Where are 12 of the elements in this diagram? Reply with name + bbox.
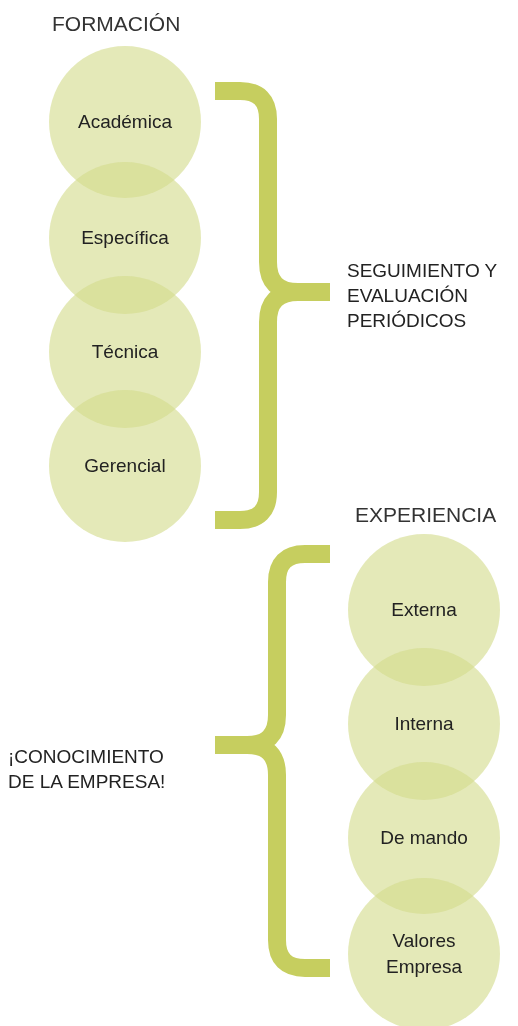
brace-label: ¡CONOCIMIENTO DE LA EMPRESA! [8, 745, 167, 794]
section-heading: FORMACIÓN [52, 12, 182, 36]
circle-label: De mando [380, 826, 468, 850]
circle-label: Técnica [91, 340, 159, 364]
circle-label: Interna [394, 712, 454, 736]
section-heading: EXPERIENCIA [355, 503, 498, 527]
circle-label: Gerencial [84, 454, 166, 478]
circle-label: Valores Empresa [385, 929, 463, 979]
circle-label: Específica [81, 226, 169, 250]
circle-label: Académica [78, 110, 172, 134]
brace-label: SEGUIMIENTO Y EVALUACIÓN PERIÓDICOS [347, 259, 498, 333]
circle-label: Externa [391, 598, 457, 622]
